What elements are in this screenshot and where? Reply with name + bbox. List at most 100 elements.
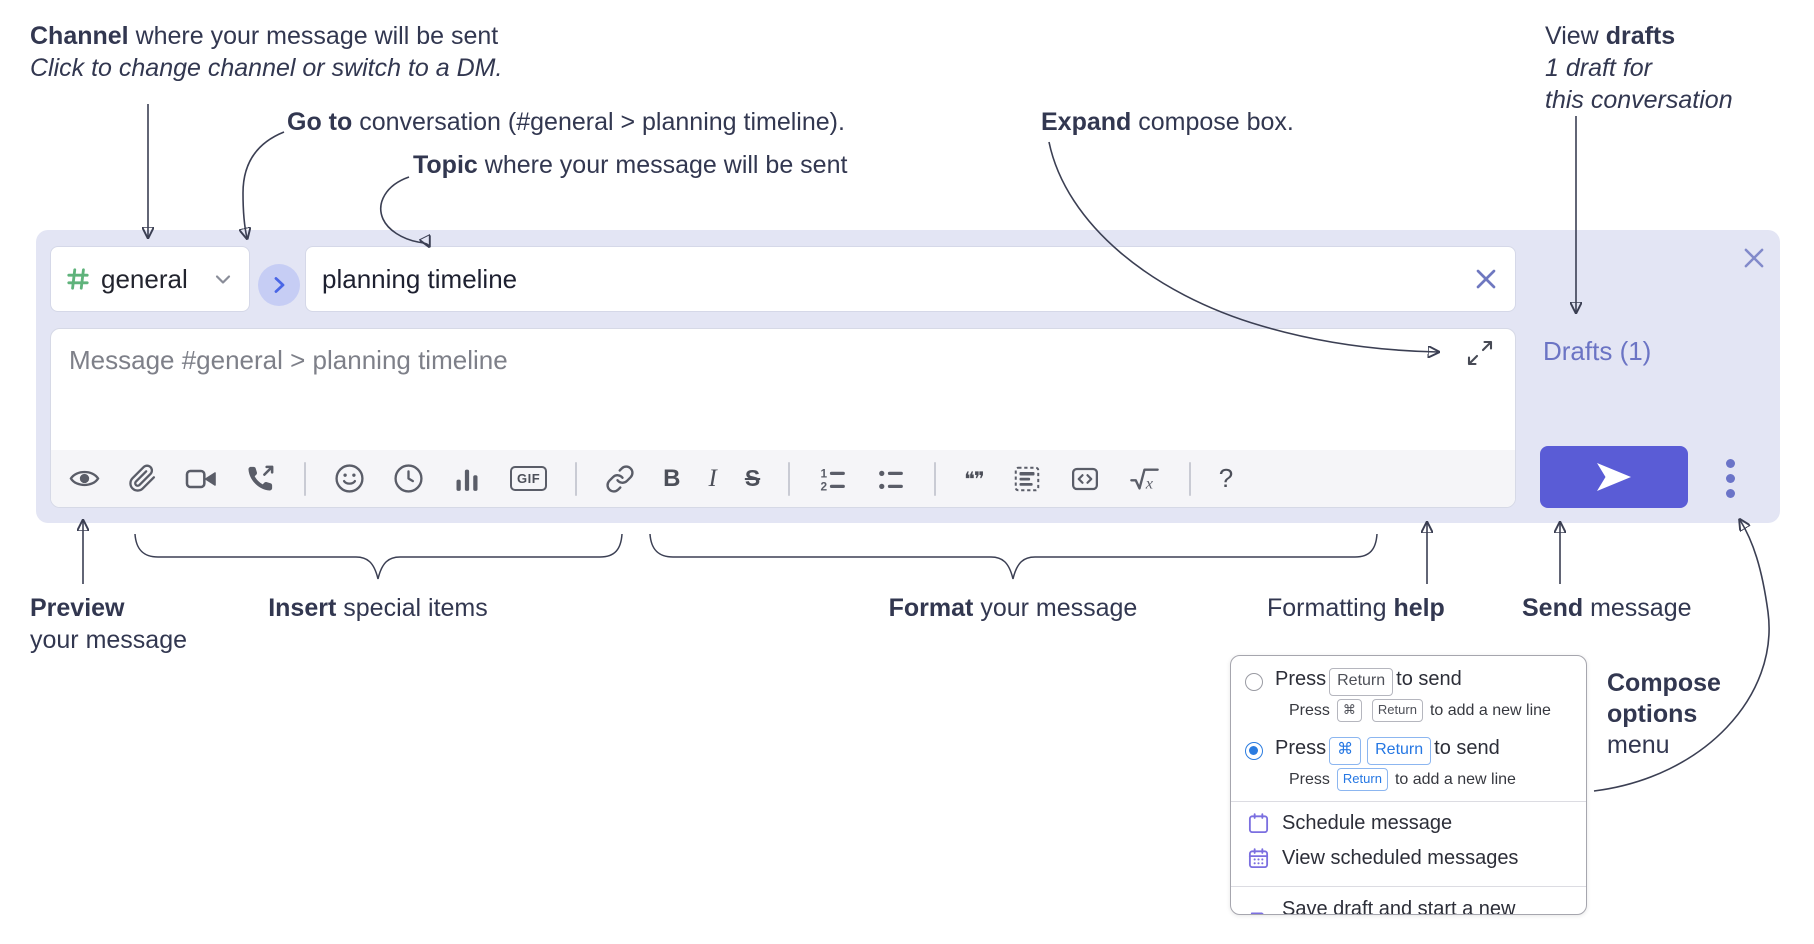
- message-input[interactable]: Message #general > planning timeline: [51, 329, 1515, 450]
- topic-input[interactable]: [305, 246, 1516, 312]
- poll-button[interactable]: [452, 464, 482, 494]
- send-annotation: Send message: [1522, 594, 1692, 622]
- menu-item-view-scheduled[interactable]: View scheduled messages: [1231, 841, 1586, 876]
- code-block-button[interactable]: [1012, 464, 1042, 494]
- message-placeholder: Message #general > planning timeline: [69, 345, 508, 375]
- send-button[interactable]: [1540, 446, 1688, 508]
- italic-button[interactable]: I: [709, 465, 717, 493]
- quote-button[interactable]: ❝❞: [964, 466, 985, 491]
- compose-options-annotation: Compose options menu: [1607, 669, 1721, 759]
- eye-icon: [69, 470, 100, 487]
- code-button[interactable]: [1070, 464, 1100, 494]
- question-mark-icon: ?: [1218, 463, 1234, 493]
- goto-connector: [243, 131, 285, 238]
- return-keycap: Return: [1371, 699, 1423, 722]
- compose-options-button[interactable]: [1710, 452, 1750, 504]
- goto-annotation: Go to conversation (#general > planning …: [287, 108, 845, 136]
- clock-icon: [394, 464, 423, 493]
- kebab-dot: [1725, 458, 1735, 468]
- preview-button[interactable]: [69, 463, 100, 494]
- numbered-list-icon: 1 2: [821, 466, 846, 493]
- insert-annotation: Insert special items: [268, 594, 488, 622]
- emoji-button[interactable]: [334, 463, 365, 494]
- paperclip-icon: [129, 464, 156, 492]
- link-icon: [606, 464, 634, 493]
- compose-toolbar: GIF B I S: [51, 450, 1515, 507]
- channel-name: general: [101, 263, 188, 294]
- gif-icon: GIF: [510, 466, 548, 491]
- italic-icon: I: [708, 464, 717, 492]
- bar-chart-icon: [456, 469, 478, 491]
- format-annotation: Format your message: [888, 594, 1138, 622]
- phone-outgoing-icon: [248, 465, 274, 491]
- topic-annotation: Topic where your message will be sent: [413, 151, 848, 179]
- chevron-down-icon: [215, 275, 231, 284]
- math-button[interactable]: x: [1128, 464, 1161, 494]
- calendar-grid-icon: [1248, 848, 1269, 869]
- kebab-dot: [1725, 488, 1735, 498]
- quote-icon: ❝❞: [964, 466, 985, 491]
- return-keycap: Return: [1329, 668, 1394, 696]
- close-compose-button[interactable]: [1736, 241, 1772, 277]
- bulleted-list-button[interactable]: [876, 464, 906, 494]
- bold-button[interactable]: B: [663, 465, 680, 493]
- message-box: Message #general > planning timeline: [50, 328, 1516, 508]
- go-to-conversation-button[interactable]: [258, 264, 300, 306]
- toolbar-divider: [934, 461, 937, 496]
- draft-check-icon: [1250, 911, 1265, 914]
- close-icon: [1744, 248, 1764, 267]
- numbered-list-button[interactable]: 1 2: [818, 464, 848, 494]
- channel-selector[interactable]: general: [50, 246, 250, 312]
- calendar-icon: [1248, 813, 1269, 834]
- preview-annotation: Preview your message: [30, 594, 188, 654]
- video-camera-icon: [185, 469, 216, 488]
- code-block-icon: [1014, 466, 1039, 491]
- cmd-keycap: ⌘: [1336, 699, 1362, 722]
- svg-text:1: 1: [821, 466, 828, 480]
- clear-topic-button[interactable]: [1470, 263, 1502, 295]
- formatting-help-button[interactable]: ?: [1219, 463, 1233, 494]
- menu-item-save-draft[interactable]: Save draft and start a new message: [1231, 892, 1586, 914]
- toolbar-divider: [1188, 461, 1191, 496]
- audio-call-button[interactable]: [245, 463, 276, 494]
- radio-unselected-icon[interactable]: [1245, 673, 1263, 691]
- bold-icon: B: [663, 464, 681, 492]
- channel-annotation: Channel where your message will be sent …: [30, 22, 503, 82]
- view-drafts-annotation: View drafts 1 draft for this conversatio…: [1545, 22, 1733, 114]
- topic-field-wrap: [305, 246, 1516, 312]
- gif-button[interactable]: GIF: [510, 466, 548, 491]
- close-icon: [1476, 269, 1496, 289]
- video-call-button[interactable]: [185, 463, 217, 495]
- toolbar-divider: [788, 461, 791, 496]
- option-cmd-enter-hint: Press Return to add a new line: [1289, 768, 1572, 791]
- svg-text:x: x: [1144, 474, 1153, 492]
- menu-divider: [1231, 886, 1586, 887]
- hash-icon: [67, 268, 89, 290]
- insert-brace: [134, 533, 623, 580]
- menu-divider: [1231, 801, 1586, 802]
- toolbar-divider: [575, 461, 578, 496]
- code-icon: [1071, 467, 1098, 490]
- expand-annotation: Expand compose box.: [1041, 108, 1294, 136]
- radio-selected-icon[interactable]: [1245, 742, 1263, 760]
- expand-compose-button[interactable]: [1463, 337, 1497, 371]
- compose-panel: general Message #general > planning time…: [36, 230, 1780, 523]
- cmd-keycap: ⌘: [1329, 737, 1362, 765]
- drafts-link[interactable]: Drafts (1): [1543, 336, 1652, 366]
- link-button[interactable]: [605, 464, 635, 494]
- schedule-time-button[interactable]: [393, 463, 424, 494]
- expand-icon: [1467, 340, 1493, 366]
- smiley-icon: [335, 464, 364, 493]
- format-brace: [649, 533, 1378, 580]
- attach-file-button[interactable]: [128, 464, 157, 493]
- svg-text:2: 2: [821, 479, 828, 493]
- kebab-dot: [1725, 473, 1735, 483]
- menu-item-schedule-message[interactable]: Schedule message: [1231, 806, 1586, 841]
- strikethrough-button[interactable]: S: [745, 465, 760, 492]
- send-icon: [1597, 463, 1631, 491]
